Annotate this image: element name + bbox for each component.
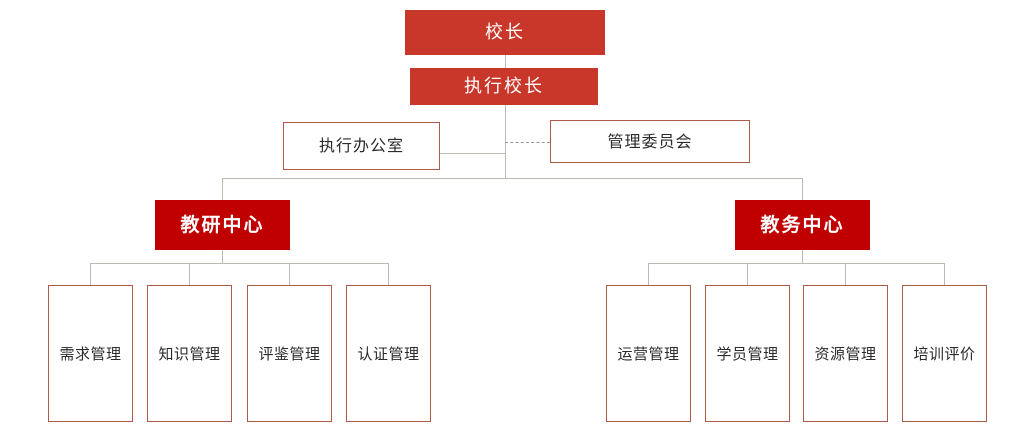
leaf-operations-management[interactable]: 运营管理: [606, 285, 691, 422]
leaf-training-evaluation[interactable]: 培训评价: [902, 285, 987, 422]
connector-principal-to-exec: [505, 55, 506, 68]
connector-right-drop-3: [845, 263, 846, 285]
leaf-knowledge-management[interactable]: 知识管理: [147, 285, 232, 422]
node-executive-principal[interactable]: 执行校长: [410, 68, 598, 105]
leaf-resource-management[interactable]: 资源管理: [803, 285, 888, 422]
connector-drop-right-center: [802, 178, 803, 200]
leaf-assessment-management[interactable]: 评鉴管理: [247, 285, 332, 422]
connector-right-center-drop: [802, 250, 803, 263]
connector-right-drop-4: [944, 263, 945, 285]
connector-drop-left-center: [222, 178, 223, 200]
connector-exec-trunk: [505, 105, 506, 178]
node-teaching-research-center[interactable]: 教研中心: [155, 200, 290, 250]
connector-bus-centers: [222, 178, 802, 179]
connector-trunk-to-committee-dashed: [505, 142, 550, 143]
leaf-demand-management[interactable]: 需求管理: [48, 285, 133, 422]
leaf-certification-management[interactable]: 认证管理: [346, 285, 431, 422]
connector-right-drop-1: [648, 263, 649, 285]
connector-left-drop-4: [388, 263, 389, 285]
connector-left-center-drop: [222, 250, 223, 263]
leaf-student-management[interactable]: 学员管理: [705, 285, 790, 422]
connector-office-to-trunk: [440, 153, 505, 154]
connector-right-bus: [648, 263, 944, 264]
connector-left-drop-2: [189, 263, 190, 285]
connector-left-drop-3: [289, 263, 290, 285]
node-principal[interactable]: 校长: [405, 10, 605, 55]
connector-left-drop-1: [90, 263, 91, 285]
connector-right-drop-2: [747, 263, 748, 285]
connector-left-bus: [90, 263, 388, 264]
node-management-committee[interactable]: 管理委员会: [550, 120, 750, 163]
node-executive-office[interactable]: 执行办公室: [283, 122, 440, 170]
node-academic-affairs-center[interactable]: 教务中心: [735, 200, 870, 250]
